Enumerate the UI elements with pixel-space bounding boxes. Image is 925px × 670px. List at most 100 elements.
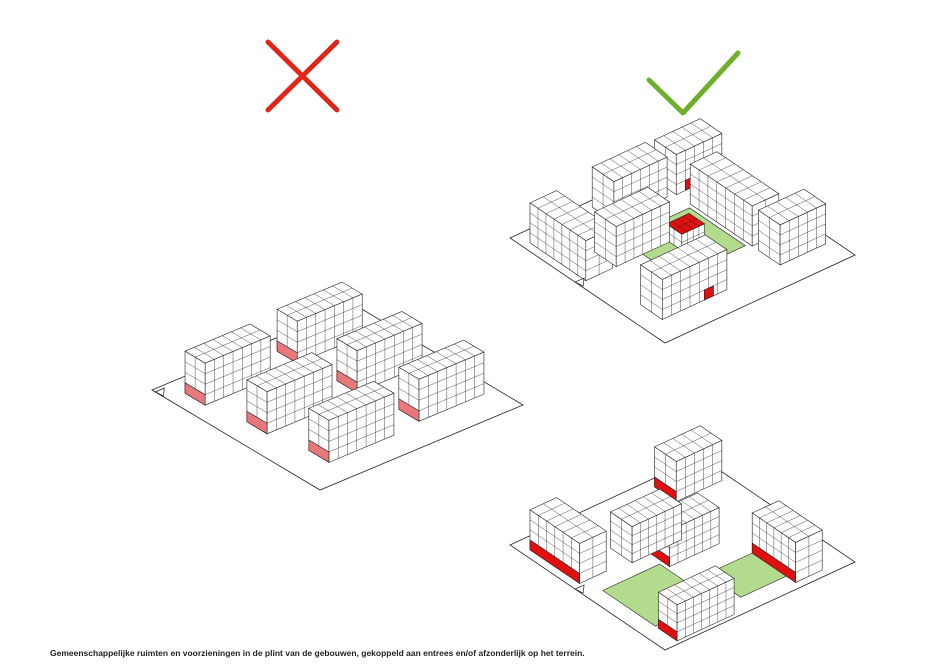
facade-grid-line — [537, 195, 565, 209]
facade-grid-line — [297, 304, 363, 332]
facade-grid-line — [297, 325, 363, 353]
north-arrow-icon — [574, 584, 585, 594]
building-block — [529, 497, 607, 585]
building-block — [653, 425, 723, 503]
facade-grid-line — [734, 181, 762, 195]
community-function-plinth — [658, 618, 678, 642]
site-plan-scattered-blocks — [151, 281, 524, 491]
building-block — [336, 311, 423, 394]
facade-grid-line — [743, 187, 771, 201]
facade-grid-line — [677, 596, 735, 624]
facade-grid-line — [554, 514, 582, 527]
cross-stroke — [265, 39, 340, 113]
facade-grid-line — [346, 317, 413, 345]
facade-grid-line — [418, 383, 485, 411]
cross-icon — [265, 39, 340, 113]
facade-grid-line — [677, 605, 735, 633]
building-block — [593, 186, 671, 268]
facade-grid-line — [662, 279, 727, 310]
community-function-plinth — [246, 410, 268, 435]
check-stroke — [646, 50, 741, 116]
facade-grid-line — [418, 372, 485, 401]
community-function-plinth — [308, 439, 330, 463]
community-function-plinth — [751, 542, 796, 584]
facade-grid-line — [546, 508, 574, 522]
facade-grid-line — [677, 587, 735, 615]
building-block — [639, 234, 728, 321]
facade-grid-line — [667, 571, 725, 599]
site-plan-courtyard-central — [509, 118, 856, 344]
facade-grid-line — [676, 470, 722, 492]
facade-grid-line — [357, 354, 423, 383]
facade-grid-line — [569, 217, 597, 231]
facade-grid-line — [553, 206, 581, 220]
facade-grid-line — [673, 218, 697, 230]
facade-grid-line — [773, 515, 801, 528]
facade-grid-line — [781, 520, 808, 533]
facade-grid-line — [676, 460, 722, 482]
building-block — [308, 380, 395, 463]
facade-grid-line — [759, 505, 787, 519]
facade-grid-line — [529, 222, 586, 261]
building-block — [609, 488, 683, 564]
building-block — [657, 565, 735, 642]
facade-grid-line — [418, 362, 485, 390]
facade-grid-line — [788, 525, 816, 538]
checkmark-icon — [646, 50, 741, 116]
facade-grid-line — [561, 211, 589, 225]
facade-grid-line — [529, 212, 586, 251]
building-block — [246, 352, 333, 435]
facade-grid-line — [205, 367, 271, 395]
community-function-plinth — [336, 369, 358, 394]
building-block — [276, 281, 363, 364]
caption: Gemeenschappelijke ruimten en voorzienin… — [50, 648, 585, 658]
building-block — [751, 500, 823, 584]
facade-grid-line — [256, 358, 323, 386]
building-block — [398, 339, 485, 422]
facade-grid-line — [766, 510, 794, 524]
facade-grid-line — [780, 223, 826, 246]
facade-grid-line — [690, 193, 753, 237]
facade-grid-line — [621, 496, 671, 520]
facade-grid-line — [328, 414, 394, 442]
facade-grid-line — [605, 194, 659, 220]
facade-grid-line — [676, 450, 722, 472]
facade-grid-line — [602, 149, 657, 175]
facade-grid-line — [651, 242, 717, 273]
community-function-plinth — [276, 340, 298, 364]
facade-grid-line — [543, 196, 600, 235]
facade-grid-line — [562, 519, 590, 533]
facade-grid-line — [287, 287, 353, 316]
facade-grid-line — [662, 259, 727, 290]
facade-grid-line — [205, 346, 271, 374]
facade-grid-line — [707, 163, 735, 177]
facade-grid-line — [297, 314, 363, 343]
facade-grid-line — [769, 196, 815, 218]
facade-grid-line — [195, 329, 261, 358]
facade-grid-line — [538, 502, 565, 516]
facade-grid-line — [318, 387, 384, 415]
facade-grid-line — [780, 213, 826, 236]
site-plan-courtyard-distributed — [509, 425, 856, 651]
facade-grid-line — [267, 395, 333, 424]
facade-grid-line — [328, 403, 394, 432]
north-arrow-icon — [574, 277, 585, 287]
facade-grid-line — [780, 233, 826, 256]
facade-grid-line — [408, 345, 474, 374]
facade-grid-line — [267, 385, 333, 413]
community-function-plinth — [184, 382, 206, 406]
community-function-plinth — [703, 285, 714, 301]
building-block — [757, 188, 827, 266]
facade-grid-line — [690, 183, 753, 227]
facade-grid-line — [665, 125, 712, 148]
facade-grid-line — [328, 424, 394, 453]
facade-grid-line — [357, 333, 423, 362]
community-function-plinth — [398, 398, 420, 422]
facade-grid-line — [571, 525, 599, 539]
facade-grid-line — [267, 374, 333, 403]
facade-grid-line — [529, 232, 586, 271]
facade-grid-line — [690, 173, 753, 217]
facade-grid-line — [676, 143, 722, 165]
facade-grid-line — [725, 175, 753, 189]
